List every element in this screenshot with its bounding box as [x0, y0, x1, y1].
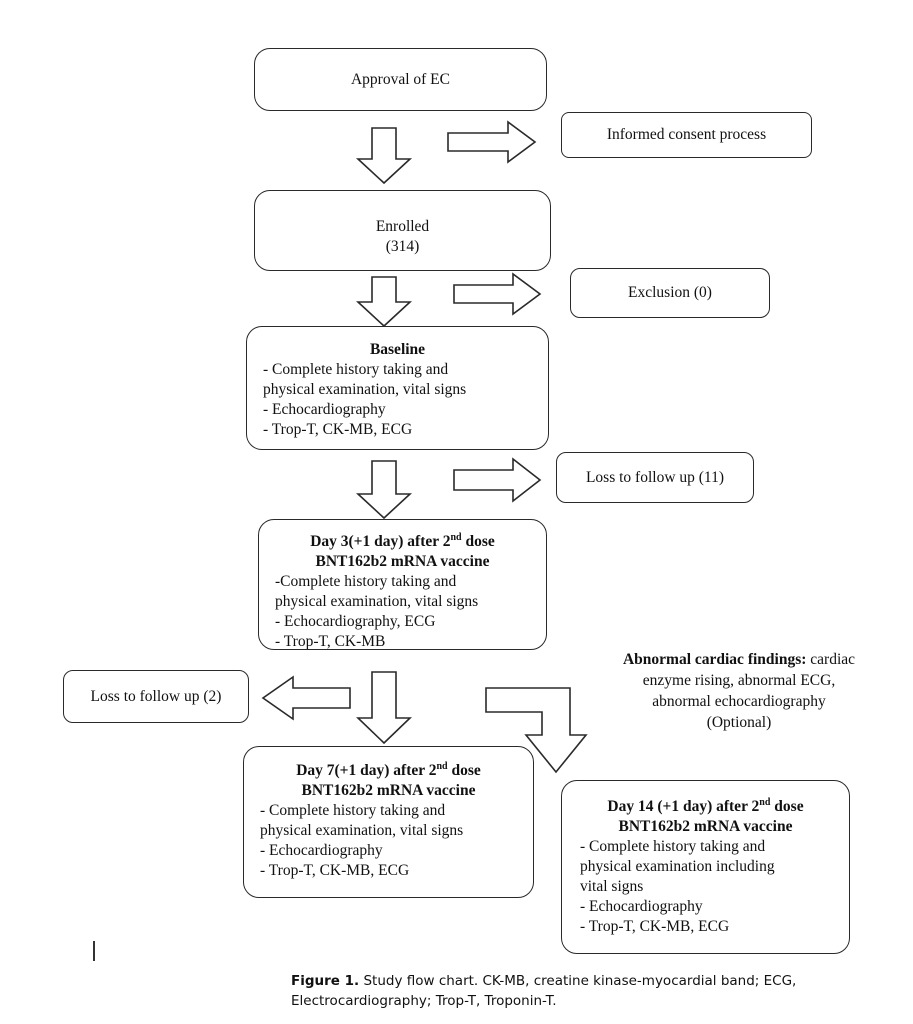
node-day14-line-3: vital signs	[580, 878, 644, 895]
node-day3-line-4: - Trop-T, CK-MB	[275, 633, 386, 650]
arrow-left-loss2	[261, 675, 351, 721]
node-loss-2-label: Loss to follow up (2)	[90, 687, 222, 705]
node-day14-line-2: physical examination including	[580, 858, 775, 875]
node-enrolled: Enrolled (314)	[254, 190, 551, 271]
node-enrolled-count: (314)	[385, 237, 420, 255]
node-baseline-line-1: - Complete history taking and	[263, 361, 449, 378]
node-approval-label: Approval of EC	[350, 70, 450, 88]
node-day14-line-4: - Echocardiography	[580, 898, 703, 915]
node-informed-consent: Informed consent process	[561, 112, 812, 158]
arrow-down-enrolled-baseline	[355, 276, 413, 328]
node-day3-title: Day 3(+1 day) after 2nd dose	[310, 531, 495, 550]
node-day14: Day 14 (+1 day) after 2nd dose BNT162b2 …	[561, 780, 850, 954]
arrow-right-exclusion	[453, 272, 542, 316]
node-day7-line-4: - Trop-T, CK-MB, ECG	[260, 862, 410, 879]
node-day3-line-3: - Echocardiography, ECG	[275, 613, 436, 630]
node-day14-title-2: BNT162b2 mRNA vaccine	[618, 818, 793, 835]
node-baseline-title: Baseline	[369, 341, 426, 358]
node-day7-line-1: - Complete history taking and	[260, 802, 446, 819]
node-loss-11: Loss to follow up (11)	[556, 452, 754, 503]
node-day3-title-2: BNT162b2 mRNA vaccine	[315, 553, 490, 570]
node-exclusion-label: Exclusion (0)	[628, 284, 712, 301]
arrow-down-day3-day7	[356, 671, 412, 745]
node-baseline-line-4: - Trop-T, CK-MB, ECG	[263, 421, 413, 438]
arrow-right-consent	[447, 120, 537, 164]
node-exclusion: Exclusion (0)	[570, 268, 770, 318]
abnormal-note-line-2: enzyme rising, abnormal ECG,	[642, 672, 836, 689]
node-loss-11-label: Loss to follow up (11)	[585, 468, 725, 486]
node-day14-line-1: - Complete history taking and	[580, 838, 766, 855]
node-day7-title: Day 7(+1 day) after 2nd dose	[296, 760, 481, 779]
node-approval: Approval of EC	[254, 48, 547, 111]
figure-caption: Figure 1. Study flow chart. CK-MB, creat…	[291, 971, 901, 1011]
arrow-bent-day14	[485, 687, 588, 774]
arrow-down-baseline-day3	[355, 460, 413, 520]
node-consent-label: Informed consent process	[606, 126, 767, 143]
abnormal-note-first-line: Abnormal cardiac findings: cardiac	[622, 651, 856, 668]
node-day7-line-2: physical examination, vital signs	[260, 822, 464, 839]
abnormal-findings-note: Abnormal cardiac findings: cardiac enzym…	[598, 649, 880, 733]
node-day3-line-2: physical examination, vital signs	[275, 593, 479, 610]
text-cursor	[93, 941, 95, 961]
abnormal-note-line-4: (Optional)	[706, 714, 772, 731]
abnormal-note-line-3: abnormal echocardiography	[652, 693, 826, 710]
node-baseline-line-2: physical examination, vital signs	[263, 381, 467, 398]
arrow-down-approval-enrolled	[355, 127, 413, 185]
node-day7-title-2: BNT162b2 mRNA vaccine	[301, 782, 476, 799]
arrow-right-loss11	[453, 457, 542, 503]
node-loss-2: Loss to follow up (2)	[63, 670, 249, 723]
node-day3-line-1: -Complete history taking and	[275, 573, 457, 590]
figure-caption-label: Figure 1.	[291, 973, 360, 989]
node-day3: Day 3(+1 day) after 2nd dose BNT162b2 mR…	[258, 519, 547, 650]
node-day14-line-5: - Trop-T, CK-MB, ECG	[580, 918, 730, 935]
node-day14-title: Day 14 (+1 day) after 2nd dose	[607, 796, 804, 815]
node-day7: Day 7(+1 day) after 2nd dose BNT162b2 mR…	[243, 746, 534, 898]
node-enrolled-label: Enrolled	[375, 217, 430, 235]
figure-caption-text: Study flow chart. CK-MB, creatine kinase…	[291, 973, 797, 1009]
node-baseline-line-3: - Echocardiography	[263, 401, 386, 418]
node-baseline: Baseline - Complete history taking and p…	[246, 326, 549, 450]
node-day7-line-3: - Echocardiography	[260, 842, 383, 859]
